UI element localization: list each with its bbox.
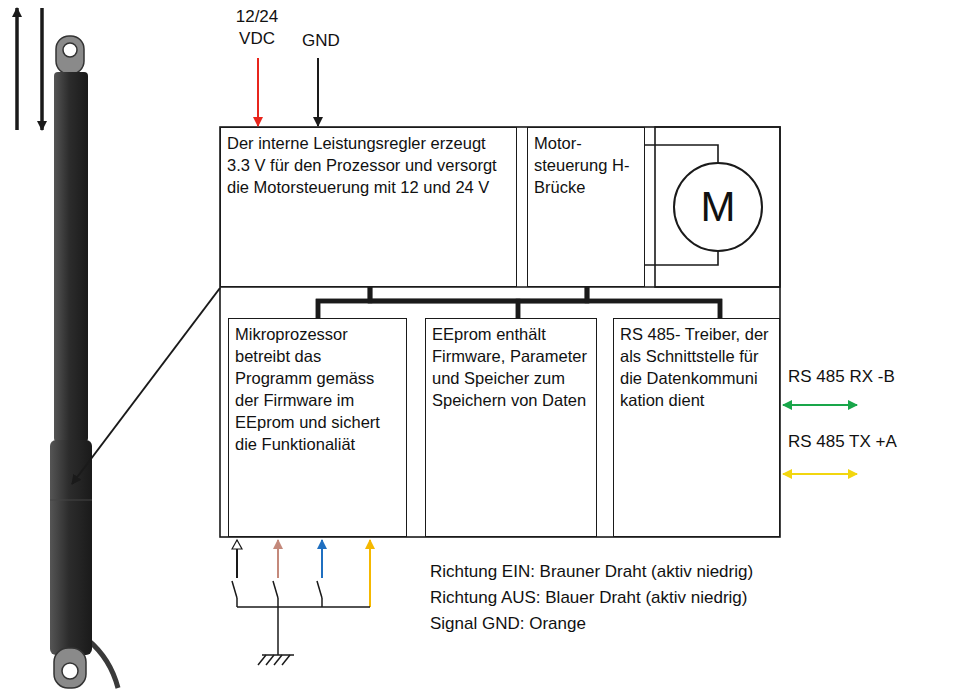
bus-line: [587, 287, 720, 318]
node-text: Der interne Leistungsregler erzeugt 3.3 …: [227, 132, 510, 198]
h-bridge-box: Motor- steuerung H-Brücke: [527, 127, 645, 287]
rs485-driver-box: RS 485- Treiber, der als Schnittstelle f…: [613, 318, 780, 537]
supply-arrow: [257, 58, 259, 126]
signal-name: RS 485 TX +A: [786, 431, 899, 453]
housing-outline: [220, 127, 780, 537]
node-text: EEprom enthält Firmware, Parameter und S…: [432, 323, 590, 411]
wire-note: Richtung AUS: Blauer Draht (aktiv niedri…: [428, 587, 749, 609]
eeprom-box: EEprom enthält Firmware, Parameter und S…: [425, 318, 597, 537]
ground-label: GND: [300, 30, 342, 52]
motor-circle: M: [673, 162, 763, 252]
motion-arrows: [17, 8, 42, 130]
signal-name: RS 485 RX -B: [786, 366, 897, 388]
wire-note: Richtung EIN: Brauner Draht (aktiv niedr…: [428, 561, 755, 583]
node-text: M: [701, 186, 736, 228]
supply-label: 12/24 VDC: [226, 6, 288, 50]
microprocessor-box: Mikroprozessor betreibt das Programm gem…: [228, 318, 407, 537]
bus-line: [318, 287, 587, 318]
power-regulator-box: Der interne Leistungsregler erzeugt 3.3 …: [220, 127, 517, 287]
node-text: Mikroprozessor betreibt das Programm gem…: [235, 323, 400, 455]
bus-line: [518, 287, 587, 318]
node-text: Motor- steuerung H-Brücke: [534, 132, 638, 198]
node-text: RS 485- Treiber, der als Schnittstelle f…: [620, 323, 773, 411]
actuator-illustration: [50, 36, 118, 688]
leader-line: [72, 288, 220, 484]
rs485-rx-arrow: [783, 404, 857, 406]
input-wires: [232, 540, 370, 665]
rs485-tx-arrow: [783, 473, 857, 475]
ground-arrow: [317, 58, 319, 126]
wire-note: Signal GND: Orange: [428, 613, 588, 635]
